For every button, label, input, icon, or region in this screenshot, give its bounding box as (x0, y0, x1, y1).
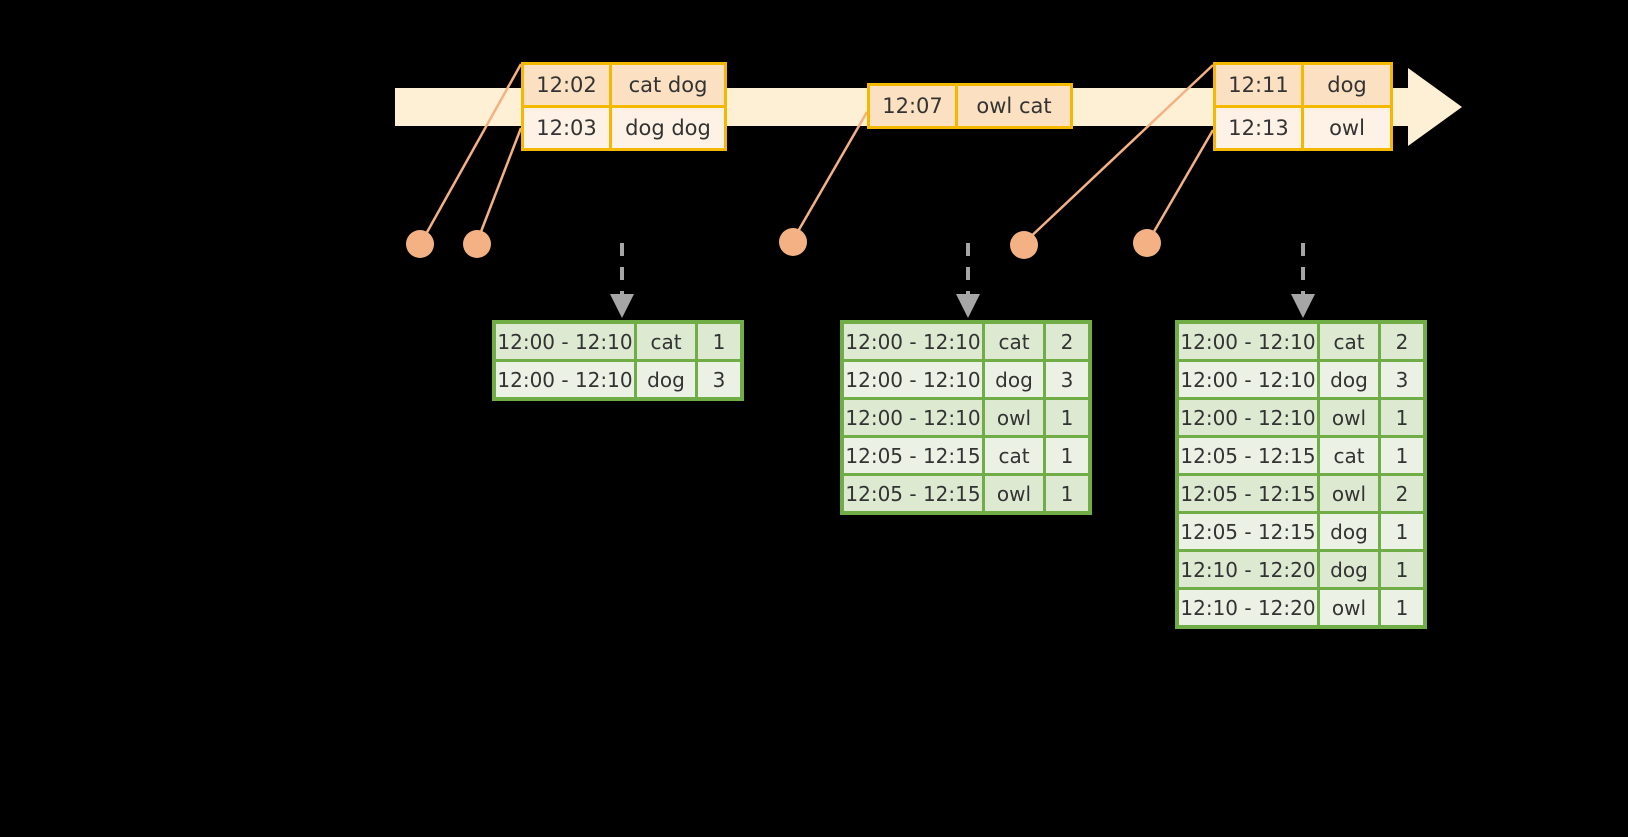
event-time: 12:11 (1216, 65, 1304, 105)
table-row[interactable]: 12:05 - 12:15 owl 1 (844, 476, 1088, 511)
event-dots (406, 228, 1161, 259)
table-row[interactable]: 12:05 - 12:15 cat 1 (1179, 438, 1423, 473)
event-row[interactable]: 12:13 owl (1216, 105, 1390, 148)
window-cell: 12:00 - 12:10 (496, 362, 634, 397)
table-row[interactable]: 12:05 - 12:15 dog 1 (1179, 514, 1423, 549)
table-row[interactable]: 12:00 - 12:10 cat 2 (1179, 324, 1423, 359)
window-cell: 12:05 - 12:15 (844, 476, 982, 511)
count-cell: 1 (1381, 438, 1423, 473)
event-words: dog (1327, 73, 1367, 97)
emit-arrow-1 (610, 243, 634, 318)
event-words: owl (1329, 116, 1365, 140)
count-cell: 3 (698, 362, 740, 397)
table-row[interactable]: 12:00 - 12:10 owl 1 (844, 400, 1088, 435)
word-cell: cat (985, 324, 1043, 359)
word-cell: cat (985, 438, 1043, 473)
event-dot-4 (1010, 231, 1038, 259)
window-cell: 12:00 - 12:10 (1179, 362, 1317, 397)
word-cell: cat (1320, 324, 1378, 359)
emit-arrows (610, 243, 1315, 318)
table-row[interactable]: 12:00 - 12:10 cat 2 (844, 324, 1088, 359)
event-group-1[interactable]: 12:02 cat dog 12:03 dog dog (521, 62, 727, 151)
window-cell: 12:05 - 12:15 (1179, 514, 1317, 549)
event-words: cat dog (628, 73, 708, 97)
event-time: 12:07 (870, 86, 958, 126)
event-time: 12:03 (524, 108, 612, 148)
table-row[interactable]: 12:05 - 12:15 owl 2 (1179, 476, 1423, 511)
window-cell: 12:00 - 12:10 (844, 324, 982, 359)
result-table-2[interactable]: 12:00 - 12:10 cat 2 12:00 - 12:10 dog 3 … (840, 320, 1092, 515)
window-cell: 12:00 - 12:10 (1179, 324, 1317, 359)
event-words: dog dog (625, 116, 711, 140)
event-dot-1 (406, 230, 434, 258)
count-cell: 3 (1046, 362, 1088, 397)
window-cell: 12:10 - 12:20 (1179, 552, 1317, 587)
event-row[interactable]: 12:02 cat dog (524, 65, 724, 105)
count-cell: 2 (1381, 476, 1423, 511)
count-cell: 1 (1046, 438, 1088, 473)
emit-arrow-3 (1291, 243, 1315, 318)
table-row[interactable]: 12:00 - 12:10 cat 1 (496, 324, 740, 359)
word-cell: owl (1320, 590, 1378, 625)
event-row[interactable]: 12:07 owl cat (870, 86, 1070, 126)
word-cell: dog (1320, 552, 1378, 587)
event-group-2[interactable]: 12:07 owl cat (867, 83, 1073, 129)
count-cell: 1 (698, 324, 740, 359)
word-cell: owl (985, 400, 1043, 435)
count-cell: 1 (1381, 590, 1423, 625)
window-cell: 12:10 - 12:20 (1179, 590, 1317, 625)
count-cell: 2 (1381, 324, 1423, 359)
word-cell: cat (1320, 438, 1378, 473)
word-cell: dog (1320, 514, 1378, 549)
window-cell: 12:05 - 12:15 (1179, 476, 1317, 511)
event-row[interactable]: 12:11 dog (1216, 65, 1390, 105)
event-dot-2 (463, 230, 491, 258)
window-cell: 12:00 - 12:10 (844, 362, 982, 397)
emit-arrow-2 (956, 243, 980, 318)
word-cell: owl (1320, 476, 1378, 511)
window-cell: 12:00 - 12:10 (496, 324, 634, 359)
table-row[interactable]: 12:00 - 12:10 dog 3 (1179, 362, 1423, 397)
event-group-3[interactable]: 12:11 dog 12:13 owl (1213, 62, 1393, 151)
table-row[interactable]: 12:10 - 12:20 dog 1 (1179, 552, 1423, 587)
result-table-1[interactable]: 12:00 - 12:10 cat 1 12:00 - 12:10 dog 3 (492, 320, 744, 401)
event-time: 12:02 (524, 65, 612, 105)
event-dot-5 (1133, 229, 1161, 257)
count-cell: 1 (1046, 476, 1088, 511)
count-cell: 1 (1381, 514, 1423, 549)
count-cell: 3 (1381, 362, 1423, 397)
result-table-3[interactable]: 12:00 - 12:10 cat 2 12:00 - 12:10 dog 3 … (1175, 320, 1427, 629)
count-cell: 1 (1381, 552, 1423, 587)
count-cell: 2 (1046, 324, 1088, 359)
word-cell: dog (1320, 362, 1378, 397)
window-cell: 12:05 - 12:15 (844, 438, 982, 473)
table-row[interactable]: 12:10 - 12:20 owl 1 (1179, 590, 1423, 625)
event-words: owl cat (976, 94, 1052, 118)
event-row[interactable]: 12:03 dog dog (524, 105, 724, 148)
word-cell: dog (637, 362, 695, 397)
table-row[interactable]: 12:05 - 12:15 cat 1 (844, 438, 1088, 473)
word-cell: cat (637, 324, 695, 359)
count-cell: 1 (1046, 400, 1088, 435)
event-dot-3 (779, 228, 807, 256)
table-row[interactable]: 12:00 - 12:10 dog 3 (844, 362, 1088, 397)
count-cell: 1 (1381, 400, 1423, 435)
window-cell: 12:00 - 12:10 (1179, 400, 1317, 435)
window-cell: 12:05 - 12:15 (1179, 438, 1317, 473)
window-cell: 12:00 - 12:10 (844, 400, 982, 435)
word-cell: owl (1320, 400, 1378, 435)
table-row[interactable]: 12:00 - 12:10 dog 3 (496, 362, 740, 397)
event-time: 12:13 (1216, 108, 1304, 148)
word-cell: dog (985, 362, 1043, 397)
table-row[interactable]: 12:00 - 12:10 owl 1 (1179, 400, 1423, 435)
word-cell: owl (985, 476, 1043, 511)
